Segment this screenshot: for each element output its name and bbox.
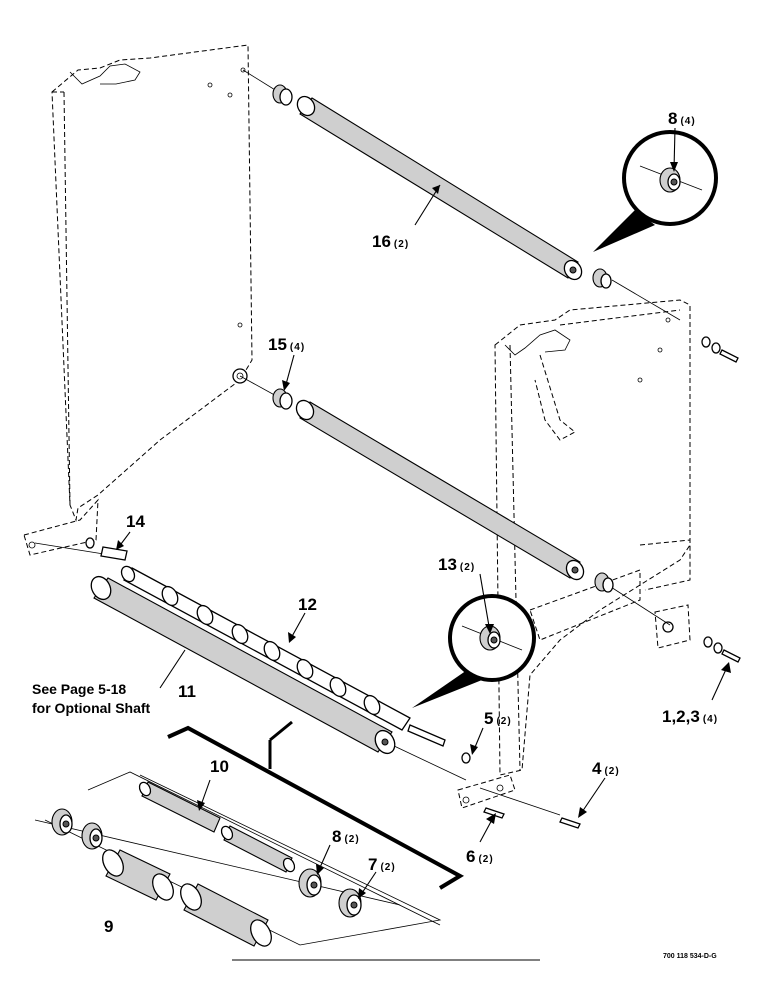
bolt-4 xyxy=(559,817,581,829)
callout-6-qty: (2) xyxy=(478,854,493,865)
svg-text:14: 14 xyxy=(126,512,145,531)
middle-roller xyxy=(295,399,585,581)
callout-1-2-3: 1,2,3 xyxy=(662,707,700,726)
svg-text:10: 10 xyxy=(210,757,229,776)
callout-5: 5 xyxy=(484,709,493,728)
upper-right-hardware xyxy=(701,336,739,363)
svg-text:7(2): 7(2) xyxy=(368,855,396,874)
callout-13-qty: (2) xyxy=(460,562,475,573)
callout-4: 4 xyxy=(592,759,602,778)
callout-8-low: 8 xyxy=(332,827,341,846)
middle-bearing-left xyxy=(272,388,293,410)
detail-magnifier-bottom xyxy=(412,594,536,708)
svg-text:8(4): 8(4) xyxy=(668,109,696,128)
callout-15-qty: (4) xyxy=(290,342,305,353)
svg-text:1,2,3(4): 1,2,3(4) xyxy=(662,707,718,726)
svg-text:9: 9 xyxy=(104,917,113,936)
svg-text:4(2): 4(2) xyxy=(592,759,620,778)
note-line-2: for Optional Shaft xyxy=(32,700,151,716)
callout-6: 6 xyxy=(466,847,475,866)
svg-text:11: 11 xyxy=(178,682,196,701)
upper-roller xyxy=(296,95,583,281)
lower-right-hardware xyxy=(703,636,741,663)
svg-text:16(2): 16(2) xyxy=(372,232,409,251)
callout-15: 15 xyxy=(268,335,287,354)
leader-arrows xyxy=(116,127,731,899)
callout-13: 13 xyxy=(438,555,457,574)
callout-5-qty: (2) xyxy=(496,716,511,727)
upper-bearing-left xyxy=(272,84,293,106)
callout-7-qty: (2) xyxy=(380,862,395,873)
svg-text:6(2): 6(2) xyxy=(466,847,494,866)
callout-12: 12 xyxy=(298,595,317,614)
drawing-code: 700 118 534-D-G xyxy=(663,953,717,960)
callout-11: 11 xyxy=(178,682,196,701)
middle-bearing-right xyxy=(594,572,614,593)
callout-8-low-qty: (2) xyxy=(344,834,359,845)
assembly-bracket xyxy=(167,720,465,890)
callout-8-top: 8 xyxy=(668,109,677,128)
large-roller-11 xyxy=(90,575,396,755)
callout-8-top-qty: (4) xyxy=(680,116,695,127)
callout-1-2-3-qty: (4) xyxy=(703,714,718,725)
svg-text:8(2): 8(2) xyxy=(332,827,360,846)
callout-7: 7 xyxy=(368,855,377,874)
svg-text:13(2): 13(2) xyxy=(438,555,475,574)
axis-lines xyxy=(34,69,681,906)
banded-roller-12 xyxy=(120,565,446,747)
washer-5 xyxy=(461,752,471,764)
shaft-14 xyxy=(85,537,128,561)
callout-16-qty: (2) xyxy=(394,239,409,250)
note-line-1: See Page 5-18 xyxy=(32,681,126,697)
detail-magnifier-top xyxy=(593,130,718,252)
bolt-6 xyxy=(483,807,505,819)
upper-bearing-right xyxy=(592,268,612,289)
svg-text:15(4): 15(4) xyxy=(268,335,305,354)
svg-text:5(2): 5(2) xyxy=(484,709,512,728)
right-frame-panel xyxy=(457,299,691,809)
left-frame-panel xyxy=(23,44,253,556)
callout-16: 16 xyxy=(372,232,391,251)
callout-4-qty: (2) xyxy=(604,766,619,777)
exploded-roller-assembly xyxy=(44,771,442,947)
callout-14: 14 xyxy=(126,512,145,531)
svg-text:12: 12 xyxy=(298,595,317,614)
callout-10: 10 xyxy=(210,757,229,776)
callout-9: 9 xyxy=(104,917,113,936)
